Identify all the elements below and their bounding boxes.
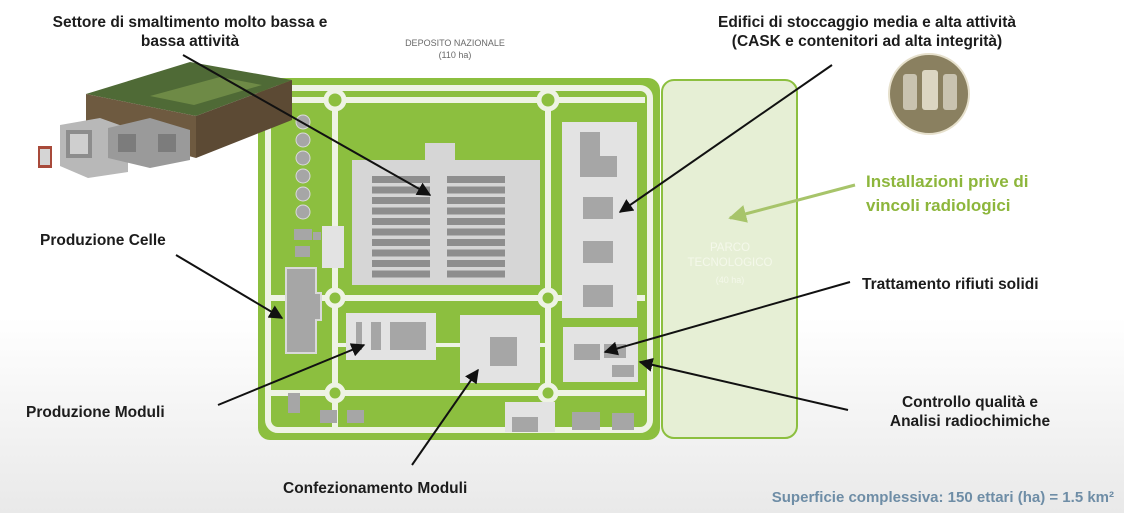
label-smaltimento-line1: Settore di smaltimento molto bassa e: [52, 14, 328, 31]
label-smaltimento-line2: bassa attività: [140, 33, 240, 50]
label-installazioni: Installazioni prive di vincoli radiologi…: [866, 170, 1028, 218]
disposal-cell-row: [447, 270, 505, 278]
bottom-building-6: [612, 413, 634, 430]
bottom-building-2: [320, 410, 337, 423]
parco-title-block: PARCO TECNOLOGICO (40 ha): [680, 241, 780, 288]
disposal-cell-row: [447, 218, 505, 225]
label-controllo-line2: Analisi radiochimiche: [889, 413, 1051, 430]
disposal-cell-row: [447, 239, 505, 246]
disposal-cell-row: [447, 207, 505, 215]
parco-tecnologico-area: [661, 79, 798, 439]
total-surface: Superficie complessiva: 150 ettari (ha) …: [771, 489, 1114, 506]
disposal-cell-row: [372, 249, 430, 257]
bottom-building-3: [347, 410, 364, 423]
label-smaltimento: Settore di smaltimento molto bassa e bas…: [30, 13, 350, 51]
bottom-building-1: [288, 393, 300, 413]
produzione-moduli-building: [390, 322, 426, 350]
parco-title-1: PARCO: [709, 242, 751, 254]
cask-photo: [888, 53, 970, 135]
disposal-cell-row: [372, 207, 430, 215]
installazioni-arrow: [728, 183, 856, 223]
disposal-cell-row: [372, 186, 430, 194]
disposal-cell-row: [447, 176, 505, 183]
label-stoccaggio: Edifici di stoccaggio media e alta attiv…: [682, 13, 1052, 51]
deposito-title-block: DEPOSITO NAZIONALE (110 ha): [385, 37, 525, 61]
produzione-moduli-strip-1: [356, 322, 362, 350]
label-controllo-line1: Controllo qualità e: [901, 394, 1039, 411]
disposal-cell-row: [447, 186, 505, 194]
label-installazioni-line2: vincoli radiologici: [866, 196, 1011, 215]
disposal-cell-row: [372, 270, 430, 278]
stoccaggio-building-1: [580, 132, 617, 177]
small-building-b: [295, 246, 310, 257]
stoccaggio-building-3: [583, 241, 613, 263]
bottom-building-5: [572, 412, 600, 430]
produzione-celle-building: [285, 267, 322, 354]
trattamento-building-1: [574, 344, 600, 360]
label-controllo: Controllo qualità e Analisi radiochimich…: [850, 393, 1090, 431]
callout-arrows: [175, 54, 851, 466]
label-confezionamento: Confezionamento Moduli: [283, 480, 468, 497]
disposal-cell-row: [372, 239, 430, 246]
stoccaggio-building-2: [583, 197, 613, 219]
disposal-cell-row: [372, 260, 430, 267]
bottom-building-4: [512, 417, 538, 432]
label-stoccaggio-line2: (CASK e contenitori ad alta integrità): [731, 33, 1003, 50]
site-perimeter-road: [265, 85, 653, 433]
parco-area: (40 ha): [715, 275, 745, 285]
produzione-moduli-strip-2: [371, 322, 381, 350]
deposito-area: (110 ha): [438, 50, 472, 60]
confezionamento-building: [490, 337, 517, 366]
small-building-c: [313, 232, 321, 240]
disposal-cell-row: [447, 249, 505, 257]
controllo-building: [612, 365, 634, 377]
tanks: [295, 114, 311, 220]
disposal-cell-row: [447, 260, 505, 267]
label-stoccaggio-line1: Edifici di stoccaggio media e alta attiv…: [717, 14, 1017, 31]
stoccaggio-building-4: [583, 285, 613, 307]
disposal-cell-row: [372, 197, 430, 204]
disposal-3d-illustration: [38, 62, 292, 178]
deposito-title: DEPOSITO NAZIONALE: [405, 38, 505, 48]
label-produzione-moduli: Produzione Moduli: [26, 404, 165, 421]
parco-title-2: TECNOLOGICO: [687, 257, 773, 269]
small-building-a: [294, 229, 312, 240]
label-trattamento: Trattamento rifiuti solidi: [862, 276, 1039, 293]
disposal-cells-right: [447, 176, 505, 278]
pad-left: [322, 226, 344, 268]
label-installazioni-line1: Installazioni prive di: [866, 172, 1029, 191]
label-produzione-celle: Produzione Celle: [40, 232, 166, 249]
disposal-cell-row: [372, 218, 430, 225]
disposal-cell-row: [447, 197, 505, 204]
roundabouts: [323, 88, 560, 404]
disposal-cell-row: [447, 228, 505, 236]
disposal-cell-row: [372, 228, 430, 236]
